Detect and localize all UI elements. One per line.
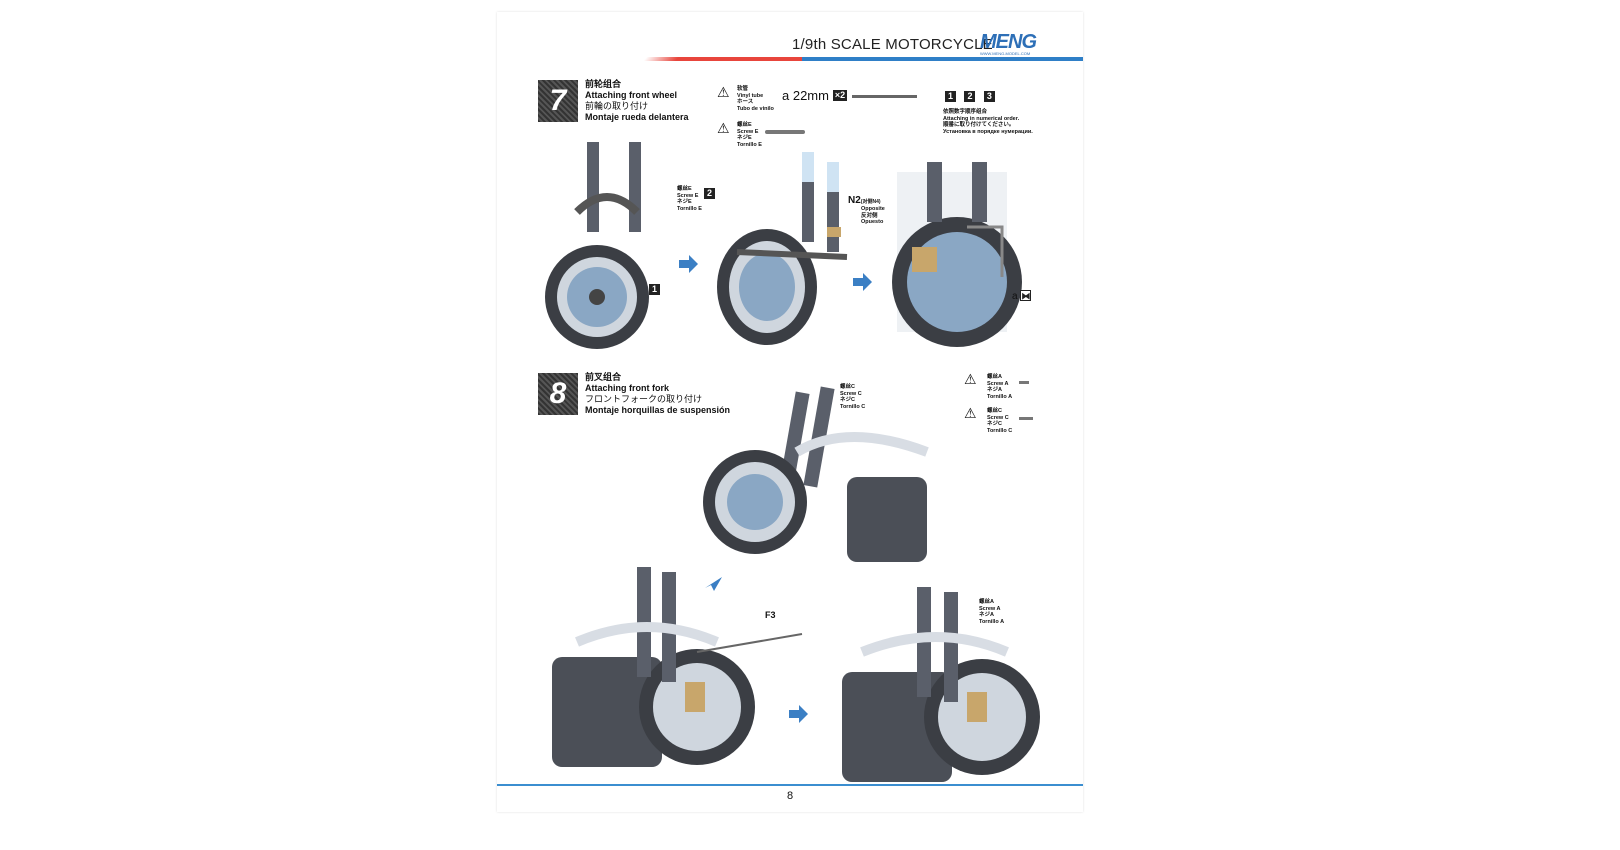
callout-n2: N2(对侧N4) — [848, 195, 881, 206]
callout-f3: F3 — [765, 610, 776, 620]
warning-icon: ⚠ — [717, 120, 730, 136]
screw-e-part — [765, 130, 805, 134]
warning-icon: ⚠ — [717, 84, 730, 100]
step7-wheel-1 — [545, 142, 649, 349]
order-numbers: 1 2 3 — [945, 86, 995, 104]
screw-c-part — [1019, 417, 1033, 420]
screw-a-part — [1019, 381, 1029, 384]
step7-wheel-2 — [717, 152, 848, 345]
step8-assembly-with-f3 — [552, 567, 803, 767]
tube-length: a 22mm — [782, 88, 829, 103]
vinyl-tube-part — [852, 95, 917, 98]
step8-engine-assembly — [703, 386, 929, 562]
header-title: 1/9th SCALE MOTORCYCLE — [792, 36, 993, 53]
step-8-badge: 8 — [538, 373, 578, 415]
footer-line — [497, 784, 1083, 786]
callout-a: a ⧓ — [1012, 290, 1032, 302]
callout-num-2: 2 — [704, 188, 715, 199]
step-7-badge: 7 — [538, 80, 578, 122]
step7-detail-view — [892, 162, 1022, 347]
page-number: 8 — [786, 790, 794, 802]
step8-final-assembly — [842, 587, 1040, 782]
warning-icon: ⚠ — [964, 405, 977, 421]
callout-num-1: 1 — [649, 284, 660, 295]
header-stripe-blue — [802, 57, 1083, 61]
tube-qty: ×2 — [833, 90, 847, 101]
warning-icon: ⚠ — [964, 371, 977, 387]
direction-arrows — [679, 255, 872, 723]
assembly-illustrations — [545, 142, 1040, 782]
